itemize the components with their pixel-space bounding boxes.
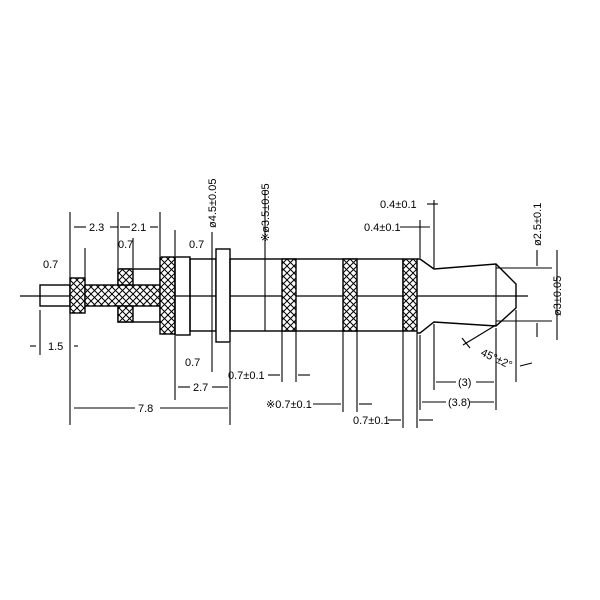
- dim-tip-3: (3): [458, 377, 471, 389]
- dim-0-7-lower: 0.7: [185, 357, 200, 369]
- dim-1-5: 1.5: [48, 341, 63, 353]
- hatched-flange: [159, 256, 176, 335]
- dim-ring-2: ※0.7±0.1: [266, 399, 312, 411]
- dim-ring-1: 0.7±0.1: [228, 370, 265, 382]
- dimension-lines: [30, 190, 558, 428]
- main-sleeve: [229, 258, 404, 332]
- dim-dia-3: ø3±0.05: [552, 276, 564, 316]
- dim-dia-4-5: ø4.5±0.05: [207, 179, 219, 228]
- dim-dia-2-5: ø2.5±0.1: [532, 203, 544, 246]
- insulator-ring-1: [281, 258, 297, 332]
- insulator-ring-2: [342, 258, 358, 332]
- dim-ring-3: 0.7±0.1: [353, 415, 390, 427]
- dim-gap-2: 0.4±0.1: [364, 222, 401, 234]
- dim-dia-3-5: ※ø3.5±0.05: [260, 183, 272, 242]
- hatched-block-top: [117, 268, 134, 286]
- hatched-block-bottom: [117, 305, 134, 323]
- dim-tip-3-8: (3.8): [448, 397, 471, 409]
- dim-0-7-flange: 0.7: [189, 239, 204, 251]
- dim-0-7-mid: 0.7: [118, 239, 133, 251]
- dim-gap-1: 0.4±0.1: [380, 199, 417, 211]
- insulator-ring-3: [402, 258, 418, 332]
- plug-body: [39, 232, 517, 343]
- dim-7-8: 7.8: [138, 403, 153, 415]
- dim-2-1: 2.1: [131, 222, 146, 234]
- flange: [215, 248, 231, 343]
- rear-hatched-block: [69, 277, 86, 314]
- dim-2-7: 2.7: [193, 382, 208, 394]
- hatched-shaft: [84, 284, 161, 307]
- dim-2-3: 2.3: [89, 222, 104, 234]
- tip: [417, 258, 517, 334]
- dim-0-7-left: 0.7: [43, 259, 58, 271]
